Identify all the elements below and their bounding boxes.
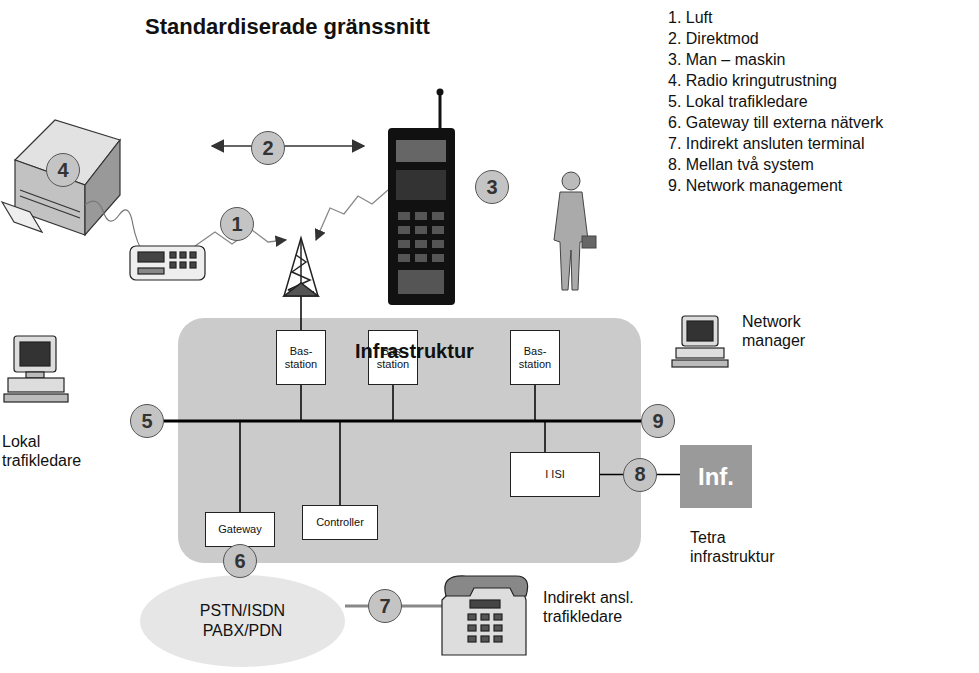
legend-list-item: 8. Mellan två system: [668, 155, 814, 174]
callout-circle: 1: [220, 207, 254, 241]
node-caption: Tetra infrastruktur: [690, 528, 800, 566]
callout-circle: 2: [251, 131, 285, 165]
callout-number: 5: [141, 410, 152, 433]
base-station-box: Bas-station: [510, 330, 560, 385]
legend-list-item: 1. Luft: [668, 8, 712, 27]
node-label: Inf.: [698, 463, 734, 491]
device-label: Lokal trafikledare: [2, 432, 102, 470]
legend-list-item: 6. Gateway till externa nätverk: [668, 113, 883, 132]
callout-number: 8: [634, 463, 645, 486]
legend-list-item: 7. Indirekt ansluten terminal: [668, 134, 865, 153]
callout-circle: 4: [46, 153, 80, 187]
node-label: Infrastruktur: [355, 340, 474, 363]
direct-mode-arrow: [212, 145, 364, 147]
computer: [4, 336, 68, 402]
callout-number: 1: [231, 213, 242, 236]
callout-number: 6: [234, 550, 245, 573]
isi-box: I ISI: [510, 452, 600, 497]
legend-list-item: 9. Network management: [668, 176, 842, 195]
antenna-tower: [284, 238, 318, 296]
radio-wave: [316, 190, 388, 240]
node-label: Bas-station: [514, 345, 556, 370]
network-ellipse: PSTN/ISDN PABX/PDN: [140, 575, 345, 667]
title: Standardiserade gränssnitt: [145, 14, 430, 40]
node-label: I ISI: [545, 468, 565, 481]
callout-number: 7: [379, 595, 390, 618]
callout-number: 3: [486, 176, 497, 199]
external-infrastructure-box: Inf.Tetra infrastruktur: [680, 445, 752, 508]
legend-list-item: 3. Man – maskin: [668, 50, 785, 69]
mobile-radio: [130, 246, 205, 280]
callout-number: 9: [652, 410, 663, 433]
telephone: [442, 576, 528, 655]
callout-circle: 6: [223, 544, 257, 578]
bus-line: [164, 420, 641, 423]
node-label: Gateway: [218, 523, 261, 536]
callout-number: 4: [57, 159, 68, 182]
device-label: Network manager: [742, 312, 832, 350]
base-station-box: Bas-station: [276, 330, 326, 385]
infrastructure-region: InfrastrukturBas-stationBas-stationBas-s…: [178, 318, 641, 563]
legend-list-item: 4. Radio kringutrustning: [668, 71, 837, 90]
gateway-box: Gateway: [205, 512, 275, 547]
node-label: Bas-station: [280, 345, 322, 370]
callout-circle: 5: [130, 404, 164, 438]
computer: [672, 316, 728, 367]
callout-circle: 9: [641, 404, 675, 438]
node-label: PSTN/ISDN PABX/PDN: [188, 601, 298, 641]
node-label: Controller: [316, 516, 364, 529]
legend-list-item: 2. Direktmod: [668, 29, 759, 48]
device-label: Indirekt ansl. trafikledare: [543, 588, 663, 626]
callout-number: 2: [262, 137, 273, 160]
node-label: Bas-station: [372, 345, 414, 370]
controller-box: Controller: [302, 505, 378, 540]
handheld-radio: [388, 89, 455, 306]
legend-list-item: 5. Lokal trafikledare: [668, 92, 808, 111]
bus-stubs: [240, 296, 545, 512]
person: [554, 172, 596, 290]
printer: [2, 120, 150, 263]
callout-circle: 7: [368, 589, 402, 623]
callout-circle: 8: [623, 458, 657, 492]
callout-circle: 3: [475, 170, 509, 204]
base-station-box: Bas-station: [368, 330, 418, 385]
